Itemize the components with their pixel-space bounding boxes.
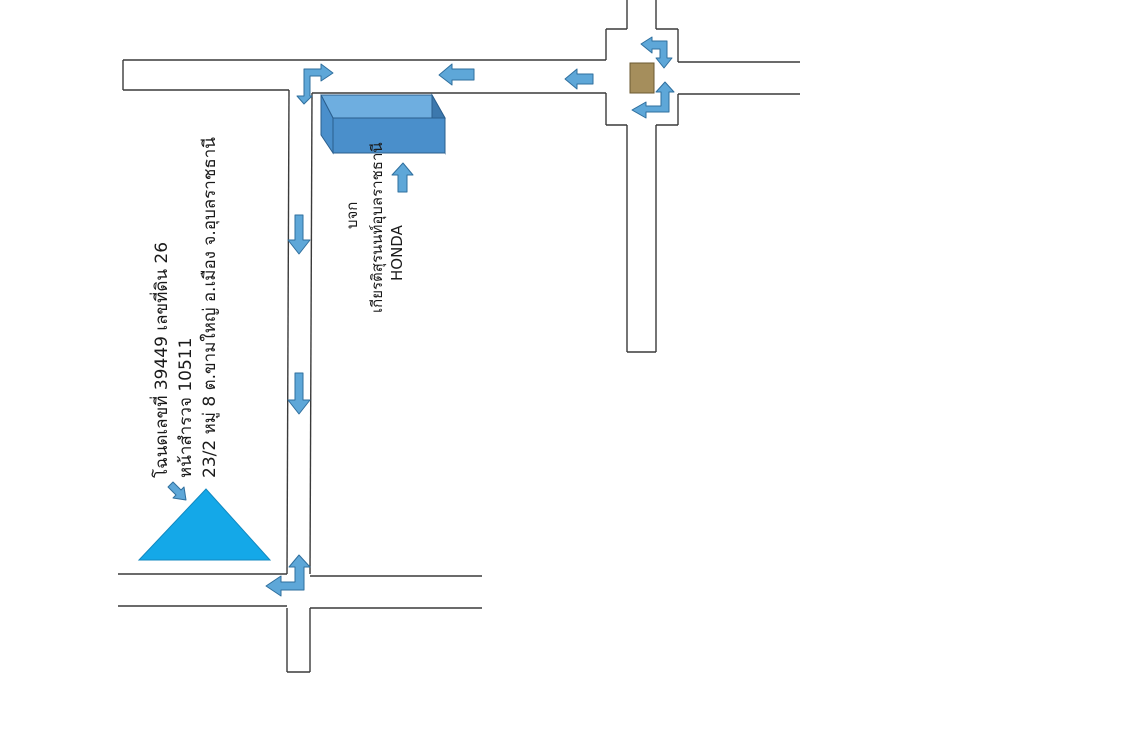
landmark-label-brand: HONDA xyxy=(388,224,406,281)
direction-arrow-icon xyxy=(265,554,311,597)
roads xyxy=(118,0,803,672)
landmark-label-line1: บจก xyxy=(343,202,361,229)
road-edges xyxy=(118,0,800,673)
plot-label-line1: โฉนดเลขที่ 39449 เลขที่ดิน 26 xyxy=(149,242,172,478)
landmark-label-main: เกียรติสุรนนท์อุบลราชธานี xyxy=(368,142,387,313)
direction-arrow-icon xyxy=(438,63,475,86)
direction-arrow-icon xyxy=(631,81,675,119)
plot-marker-triangle xyxy=(137,488,272,561)
direction-arrow-icon xyxy=(287,372,311,415)
plot-label: โฉนดเลขที่ 39449 เลขที่ดิน 26 หน้าสำรวจ … xyxy=(149,137,220,478)
direction-arrow-icon xyxy=(564,68,594,90)
landmark-label-line3: HONDA xyxy=(388,224,406,281)
plot-label-line3: 23/2 หมู่ 8 ต.ขามใหญ่ อ.เมือง จ.อุบลราชธ… xyxy=(199,137,220,478)
direction-arrow-icon xyxy=(296,63,334,105)
direction-arrow-icon xyxy=(167,481,187,501)
direction-arrow-icon xyxy=(391,162,414,193)
direction-arrows xyxy=(167,36,675,597)
landmark-label: บจก xyxy=(343,202,361,229)
landmark-label-line2: เกียรติสุรนนท์อุบลราชธานี xyxy=(368,142,387,313)
traffic-signal-icon xyxy=(629,62,655,94)
direction-arrow-icon xyxy=(640,36,673,69)
building-icon xyxy=(320,93,446,155)
direction-arrow-icon xyxy=(287,214,311,255)
plot-label-line2: หน้าสำรวจ 10511 xyxy=(176,338,196,478)
